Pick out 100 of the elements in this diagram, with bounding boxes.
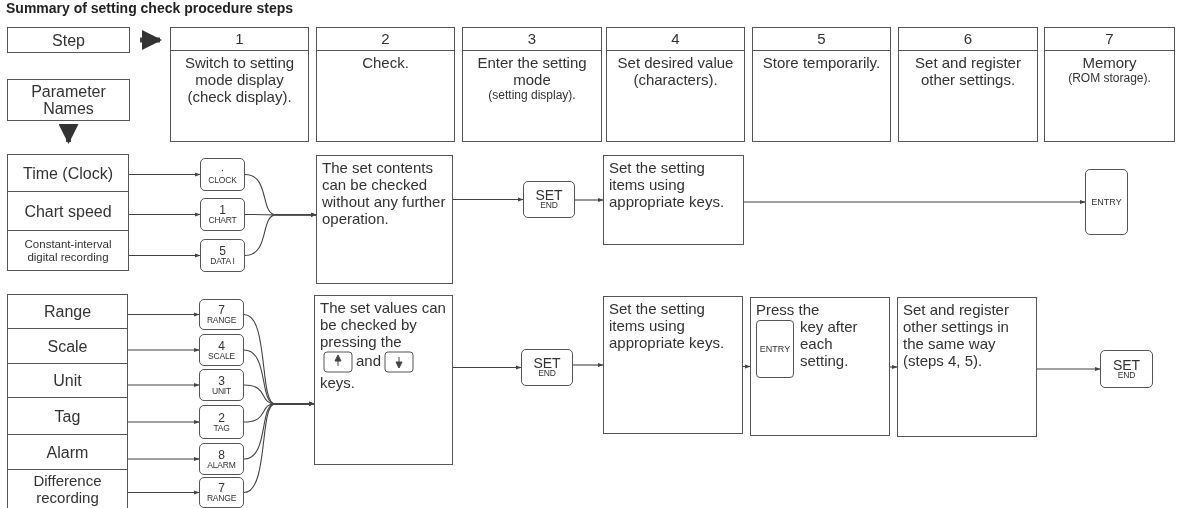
key-label: 3 <box>218 374 225 387</box>
key-button <box>200 198 245 231</box>
box-text: key after each setting. <box>800 318 858 369</box>
box-text: and <box>356 351 382 369</box>
arrow <box>128 253 201 258</box>
arrow <box>58 124 79 144</box>
key-label: CHART <box>208 216 237 225</box>
label-box <box>7 27 130 53</box>
key-button <box>756 320 794 378</box>
step-column <box>316 27 455 142</box>
key-label: SCALE <box>208 351 235 361</box>
key-button <box>199 334 244 366</box>
key-label: SET <box>535 189 563 201</box>
label-box <box>7 79 130 121</box>
arrow <box>243 401 315 494</box>
arrow <box>889 364 898 370</box>
key-button <box>200 158 245 191</box>
key-button <box>199 477 244 508</box>
key-label: ENTRY <box>759 343 791 355</box>
key-button <box>199 405 244 439</box>
box-text: Press the <box>756 301 821 318</box>
key-label: END <box>540 201 558 210</box>
parameter-box <box>7 191 129 231</box>
arrow <box>572 362 604 368</box>
step-description: (setting display). <box>487 88 577 103</box>
key-label: SET <box>1112 358 1141 371</box>
key-label: 7 <box>218 482 225 494</box>
key-label: END <box>1117 370 1136 380</box>
parameter-box <box>7 154 129 192</box>
step-description: Check. <box>361 53 410 71</box>
key-label: RANGE <box>206 494 237 503</box>
parameter-name: Difference recording <box>32 472 103 506</box>
step-description: Enter the setting mode <box>476 53 588 88</box>
box-text: keys. <box>320 374 356 391</box>
parameter-name: Alarm <box>46 443 89 461</box>
key-label: 7 <box>218 304 225 316</box>
key-button <box>521 349 573 386</box>
parameter-box <box>7 434 128 470</box>
parameter-box <box>7 230 129 271</box>
step-description: (ROM storage). <box>1067 71 1152 86</box>
step-description: Set desired value (characters). <box>616 53 735 88</box>
key-label: 2 <box>218 411 225 424</box>
arrow <box>140 30 162 50</box>
step-number: 2 <box>317 28 454 51</box>
key-label: 1 <box>219 204 226 216</box>
arrow <box>127 382 200 388</box>
parameter-name: Scale <box>47 337 88 355</box>
arrow <box>452 197 524 202</box>
process-box <box>897 297 1037 437</box>
key-label: 4 <box>218 339 225 352</box>
parameter-name: Unit <box>53 372 82 389</box>
arrow <box>127 347 200 353</box>
parameter-box <box>7 397 128 435</box>
parameter-box <box>7 469 128 508</box>
arrow <box>128 172 201 177</box>
arrow <box>244 212 317 257</box>
process-box <box>314 295 453 465</box>
key-label: SET <box>533 357 561 369</box>
parameter-box <box>7 328 128 364</box>
key-label: END <box>538 369 556 378</box>
arrow <box>742 364 751 369</box>
box-text: Set the setting items using appropriate keys. <box>609 300 726 351</box>
arrow <box>1036 366 1101 372</box>
step-number: 3 <box>463 28 601 51</box>
key-label: RANGE <box>206 316 237 325</box>
process-box <box>750 297 890 436</box>
arrow <box>127 419 200 425</box>
parameter-box <box>7 363 128 398</box>
step-number: 6 <box>899 28 1037 51</box>
key-button <box>199 369 244 401</box>
arrow <box>127 312 200 317</box>
box-label: Parameter Names <box>30 83 107 117</box>
key-label: DATA I <box>210 257 235 266</box>
step-number: 5 <box>753 28 890 51</box>
step-number: 7 <box>1045 28 1174 51</box>
key-button <box>199 299 244 330</box>
arrow <box>127 456 200 462</box>
step-description: Switch to setting mode display (check display). <box>183 53 296 105</box>
step-column <box>898 27 1038 142</box>
box-text: Set and register other settings in the same way (steps 4, 5). <box>903 301 1010 369</box>
parameter-name: Chart speed <box>24 202 112 220</box>
parameter-name: Tag <box>54 407 81 425</box>
key-button <box>1085 169 1128 235</box>
step-description: Memory <box>1081 53 1138 71</box>
parameter-box <box>7 294 128 329</box>
parameter-name: Time (Clock) <box>22 164 114 182</box>
step-column <box>1044 27 1175 142</box>
key-button <box>1100 350 1153 388</box>
key-label: ALARM <box>207 460 236 470</box>
arrow <box>574 197 604 203</box>
key-label: TAG <box>213 423 230 433</box>
process-box <box>603 296 743 434</box>
key-label: ENTRY <box>1091 196 1122 208</box>
key-label: UNIT <box>212 386 231 396</box>
process-box <box>603 155 744 245</box>
key-label: 8 <box>218 448 225 461</box>
step-number: 1 <box>171 28 308 51</box>
key-button <box>523 181 575 218</box>
key-label: 5 <box>219 245 226 257</box>
step-column <box>606 27 745 142</box>
